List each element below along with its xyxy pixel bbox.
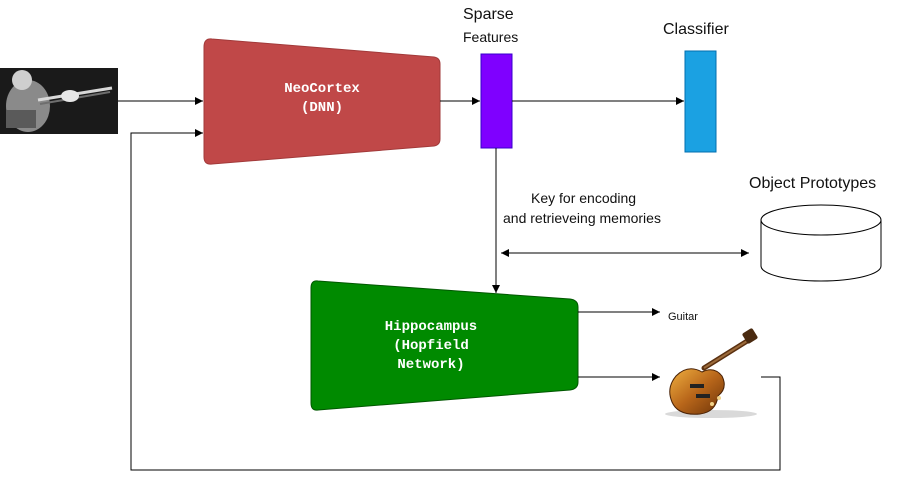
key-label-line2: and retrieveing memories	[503, 210, 661, 226]
neocortex-block	[203, 38, 441, 165]
sparse-features-label-line2: Features	[463, 29, 519, 45]
guitar-label: Guitar	[668, 311, 698, 323]
feedback-loop-line	[130, 129, 781, 471]
hippocampus-label-line1: Hippocampus	[384, 319, 478, 335]
neocortex-label: NeoCortex (DNN)	[252, 80, 392, 118]
hippocampus-block	[310, 280, 579, 411]
sparse-features-label-line1: Sparse	[463, 6, 514, 23]
hippocampus-label-line2: (Hopfield	[393, 338, 469, 354]
database-icon	[760, 204, 882, 282]
key-label-line1: Key for encoding	[531, 190, 637, 206]
hippocampus-label-line3: Network)	[397, 357, 465, 373]
classifier-bar	[684, 50, 717, 153]
classifier-label: Classifier	[663, 21, 729, 38]
object-prototypes-label: Object Prototypes	[749, 175, 877, 192]
neocortex-label-line2: (DNN)	[300, 100, 343, 116]
guitar-image	[665, 328, 758, 418]
neocortex-label-line1: NeoCortex	[284, 81, 360, 97]
input-photo	[0, 68, 118, 134]
sparse-features-bar	[480, 53, 513, 149]
hippocampus-label: Hippocampus (Hopfield Network)	[356, 318, 506, 375]
